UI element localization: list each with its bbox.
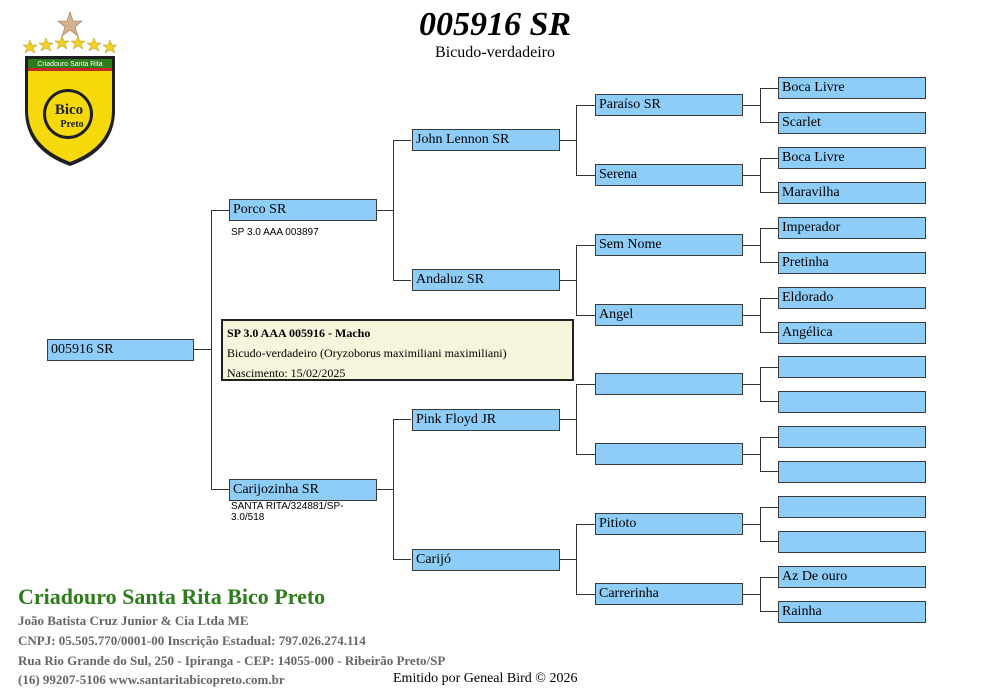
page-subtitle: Bicudo-verdadeiro — [435, 44, 555, 61]
gen4-box[interactable] — [778, 496, 926, 518]
gen4-box[interactable] — [778, 356, 926, 378]
gen4-box[interactable] — [778, 391, 926, 413]
great-grandparent-box[interactable]: Serena — [595, 164, 743, 186]
subject-box[interactable]: 005916 SR — [47, 339, 194, 361]
gen4-box[interactable]: Angélica — [778, 322, 926, 344]
footer-emitted-by: Emitido por Geneal Bird © 2026 — [393, 671, 578, 686]
subject-info-box: SP 3.0 AAA 005916 - Macho Bicudo-verdade… — [221, 319, 574, 381]
great-grandparent-box[interactable]: Angel — [595, 304, 743, 326]
grandparent-box[interactable]: John Lennon SR — [412, 129, 560, 151]
footer-breeder-name: Criadouro Santa Rita Bico Preto — [18, 584, 326, 609]
grandparent-box[interactable]: Pink Floyd JR — [412, 409, 560, 431]
grandparent-box[interactable]: Andaluz SR — [412, 269, 560, 291]
gen4-box[interactable]: Eldorado — [778, 287, 926, 309]
gen4-box[interactable]: Scarlet — [778, 112, 926, 134]
info-birth-date: Nascimento: 15/02/2025 — [227, 366, 346, 380]
breeder-logo: Criadouro Santa Rita Bico Preto — [22, 11, 118, 166]
great-grandparent-box[interactable] — [595, 443, 743, 465]
great-grandparent-box[interactable] — [595, 373, 743, 395]
footer-company: João Batista Cruz Junior & Cia Ltda ME — [18, 613, 249, 628]
grandparent-box[interactable]: Carijó — [412, 549, 560, 571]
sire-ring: SP 3.0 AAA 003897 — [231, 227, 319, 238]
dam-ring: SANTA RITA/324881/SP-3.0/518 — [231, 501, 344, 523]
footer-registration: CNPJ: 05.505.770/0001-00 Inscrição Estad… — [18, 633, 366, 648]
gen4-box[interactable] — [778, 426, 926, 448]
logo-top-text: Criadouro Santa Rita — [37, 61, 102, 68]
gen4-box[interactable] — [778, 531, 926, 553]
gen4-box[interactable] — [778, 461, 926, 483]
logo-text-1: Bico — [55, 102, 83, 118]
gen4-box[interactable]: Rainha — [778, 601, 926, 623]
great-grandparent-box[interactable]: Carrerinha — [595, 583, 743, 605]
info-species: Bicudo-verdadeiro (Oryzoborus maximilian… — [227, 346, 507, 360]
logo-text-2: Preto — [60, 119, 83, 130]
gen4-box[interactable]: Boca Livre — [778, 147, 926, 169]
great-grandparent-box[interactable]: Paraíso SR — [595, 94, 743, 116]
gen4-box[interactable]: Boca Livre — [778, 77, 926, 99]
gen4-box[interactable]: Imperador — [778, 217, 926, 239]
dam-box[interactable]: Carijozinha SR — [229, 479, 377, 501]
footer-contact: (16) 99207-5106 www.santaritabicopreto.c… — [18, 672, 285, 687]
sire-box[interactable]: Porco SR — [229, 199, 377, 221]
page-title: 005916 SR — [418, 6, 572, 43]
great-grandparent-box[interactable]: Pitioto — [595, 513, 743, 535]
great-grandparent-box[interactable]: Sem Nome — [595, 234, 743, 256]
info-ring-sex: SP 3.0 AAA 005916 - Macho — [227, 326, 371, 340]
footer-address: Rua Rio Grande do Sul, 250 - Ipiranga - … — [18, 653, 446, 668]
gen4-box[interactable]: Az De ouro — [778, 566, 926, 588]
gen4-box[interactable]: Maravilha — [778, 182, 926, 204]
gen4-box[interactable]: Pretinha — [778, 252, 926, 274]
